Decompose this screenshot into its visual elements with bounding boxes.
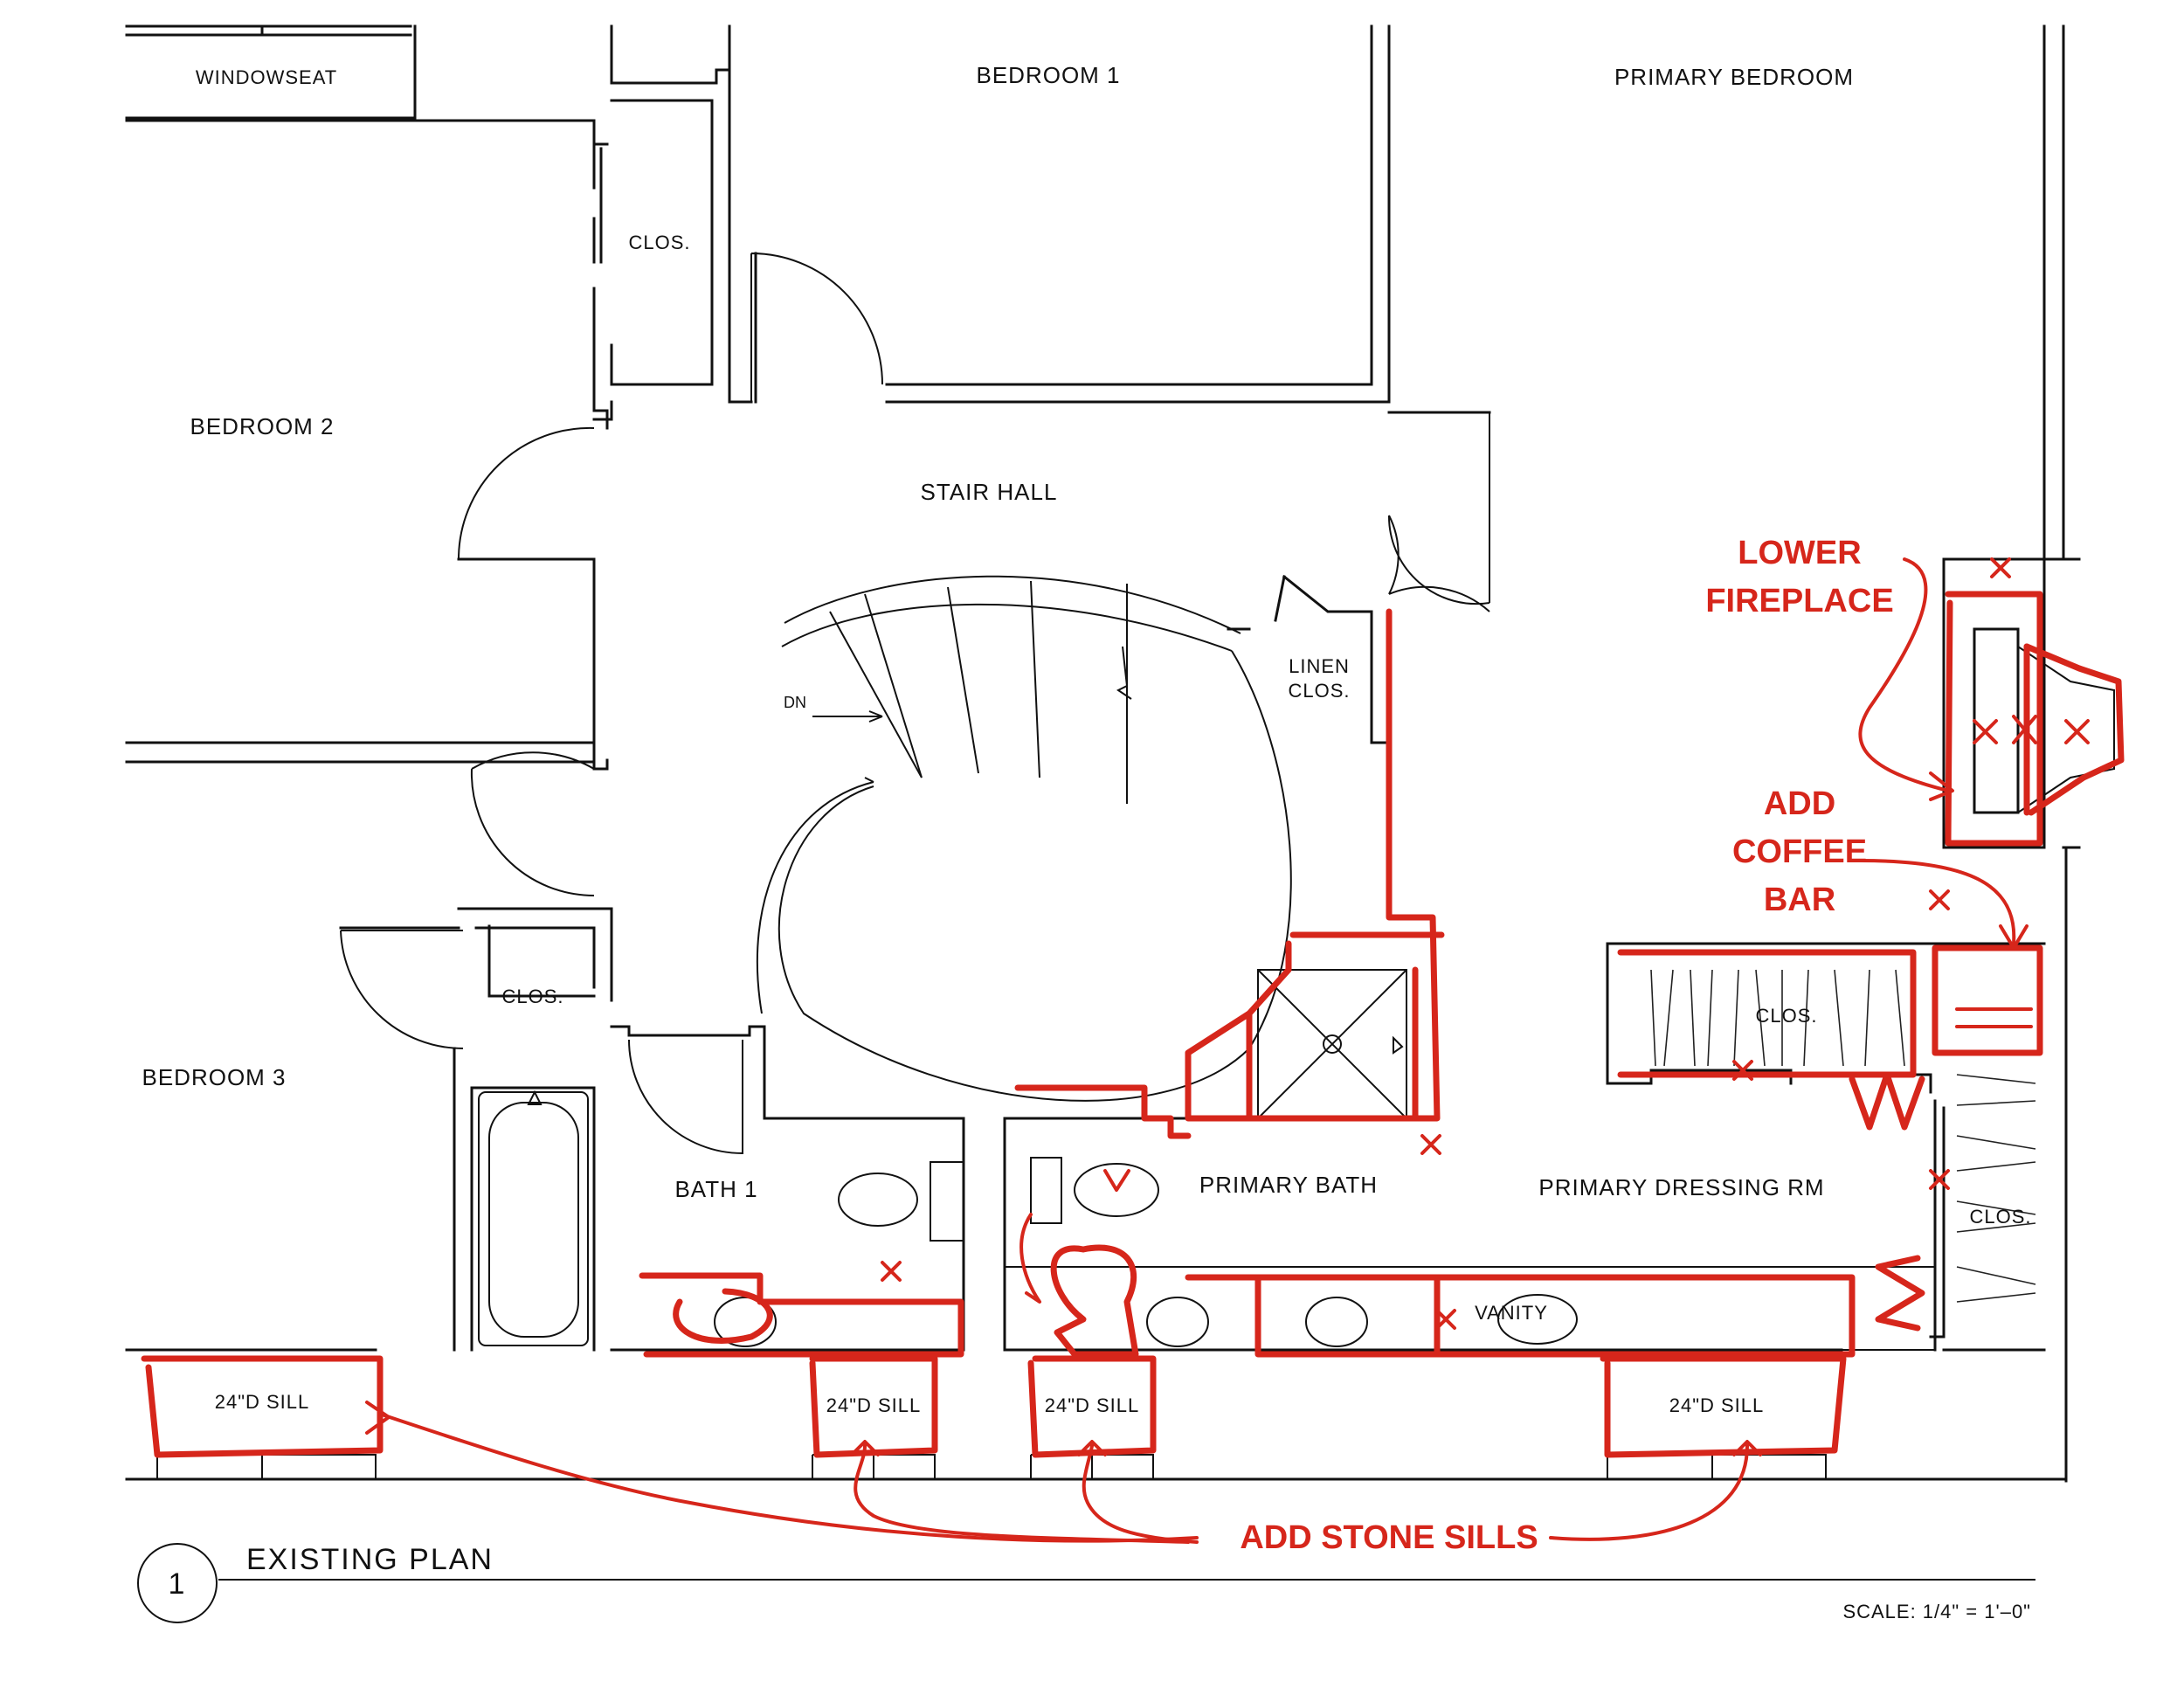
primary-bath-label: PRIMARY BATH [1199,1172,1378,1198]
bedroom1-label: BEDROOM 1 [976,62,1120,88]
door-swings [340,253,1490,1155]
right-closet-label: CLOS. [1969,1206,2031,1228]
bedroom3-label: BEDROOM 3 [142,1064,286,1090]
stair-hall-label: STAIR HALL [921,479,1058,505]
existing-walls [125,24,2115,1483]
upper-closet-label: CLOS. [628,232,690,253]
coffee-bar-note-line1: ADD [1764,785,1835,822]
drawing-title: EXISTING PLAN [246,1543,494,1576]
primary-dressing-label: PRIMARY DRESSING RM [1538,1174,1824,1200]
sill-label: 24"D SILL [826,1394,922,1416]
drawing-scale: SCALE: 1/4" = 1'–0" [1842,1601,2031,1622]
lower-fireplace-note-line2: FIREPLACE [1705,583,1893,619]
stone-sills-note: ADD STONE SILLS [1240,1519,1538,1556]
red-markup [141,557,2125,1544]
windowseat-label: WINDOWSEAT [196,66,337,88]
sill-label: 24"D SILL [1669,1394,1765,1416]
drawing-number: 1 [169,1567,187,1601]
room-labels: WINDOWSEAT BEDROOM 1 PRIMARY BEDROOM CLO… [142,62,2031,1324]
linen-closet-label-line2: CLOS. [1288,680,1350,702]
title-block: 1 EXISTING PLAN SCALE: 1/4" = 1'–0" [137,1543,2035,1623]
stair-down-label: DN [784,694,806,711]
bath1-label: BATH 1 [674,1176,757,1202]
markup-labels: LOWER FIREPLACE ADD COFFEE BAR ADD STONE… [1240,535,1893,1556]
circular-stair [756,575,1292,1102]
dressing-closet-label: CLOS. [1755,1005,1817,1027]
drawing-number-bubble [137,1543,218,1623]
lower-fireplace-note-line1: LOWER [1738,535,1861,571]
sill-label: 24"D SILL [215,1391,310,1413]
sill-label: 24"D SILL [1045,1394,1140,1416]
fixtures [156,969,2036,1479]
linen-closet-label-line1: LINEN [1289,655,1350,677]
coffee-bar-note-line3: BAR [1764,882,1835,918]
coffee-bar-note-line2: COFFEE [1732,834,1867,870]
vanity-label: VANITY [1475,1302,1548,1324]
bedroom3-closet-label: CLOS. [501,986,563,1007]
bedroom2-label: BEDROOM 2 [190,413,334,439]
primary-bedroom-label: PRIMARY BEDROOM [1614,64,1854,90]
sill-labels: 24"D SILL 24"D SILL 24"D SILL 24"D SILL [215,1391,1765,1416]
